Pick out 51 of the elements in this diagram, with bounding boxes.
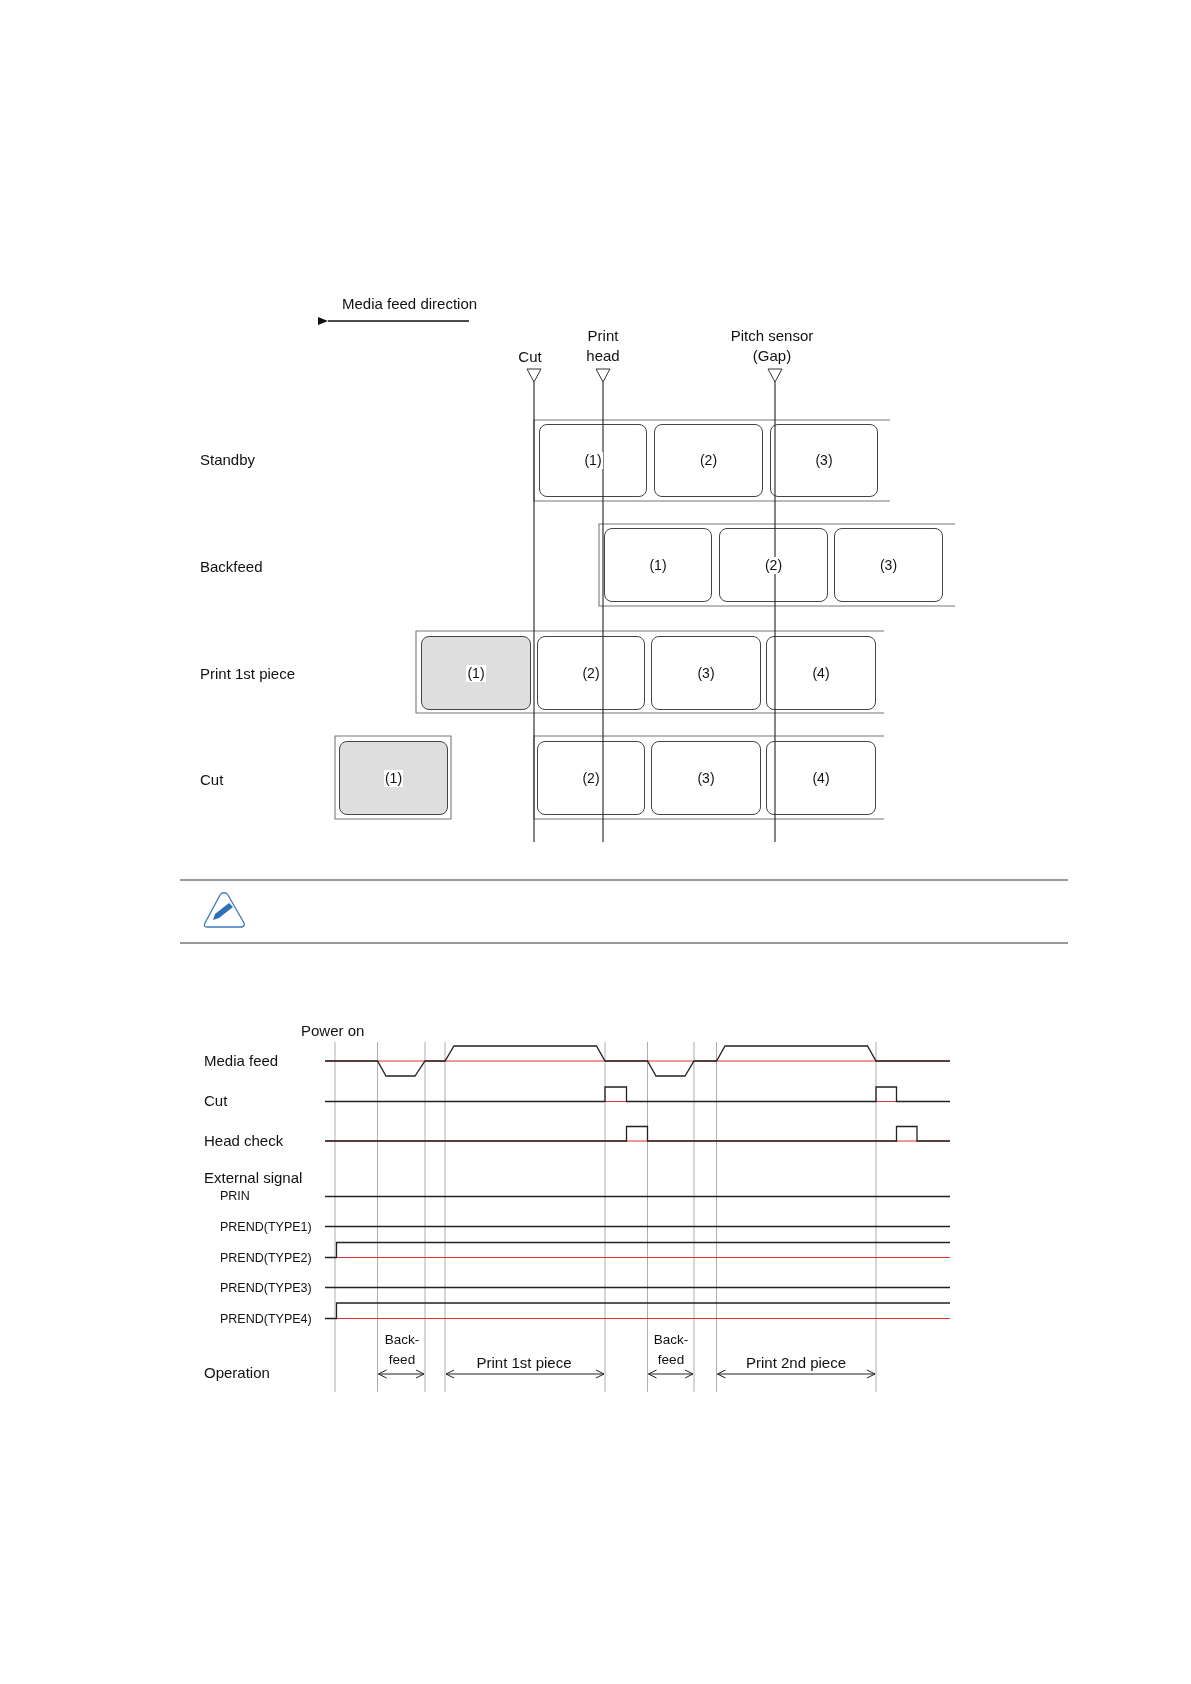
piece-number: (2) (698, 452, 719, 469)
signal-label: Head check (204, 1131, 284, 1151)
signal-label: PRIN (220, 1188, 250, 1205)
signal-label: PREND(TYPE2) (220, 1249, 312, 1267)
piece-number: (1) (648, 556, 668, 574)
signal-label: Media feed (204, 1051, 279, 1071)
piece-number: (1) (583, 452, 603, 469)
label-piece (719, 528, 828, 602)
sensor-label: Pitch sensor (Gap) (729, 326, 815, 366)
piece-number: (3) (696, 664, 716, 682)
row-label: Cut (200, 770, 224, 790)
label-piece (654, 424, 763, 497)
piece-number: (4) (811, 664, 831, 682)
label-piece (421, 636, 531, 710)
piece-number: (3) (814, 452, 834, 469)
signal-label: PREND(TYPE1) (220, 1218, 312, 1236)
row-label: Operation (204, 1363, 270, 1383)
piece-number: (1) (466, 664, 486, 682)
row-label: Standby (200, 450, 256, 470)
signal-label: External signal (204, 1168, 303, 1188)
operation-label: Back-feed (652, 1331, 690, 1369)
sensor-label: Print head (585, 326, 621, 366)
label-piece (537, 741, 645, 815)
operation-label: Print 2nd piece (745, 1353, 847, 1373)
piece-number: (3) (696, 769, 716, 787)
label-piece (766, 741, 876, 815)
operation-label: Print 1st piece (476, 1353, 572, 1373)
label-piece (539, 424, 647, 497)
label-piece (651, 636, 761, 710)
label-piece (339, 741, 448, 815)
piece-number: (2) (581, 769, 601, 787)
label-piece (651, 741, 761, 815)
signal-label: PREND(TYPE4) (220, 1310, 312, 1328)
operation-label: Back-feed (383, 1331, 421, 1369)
label-piece (537, 636, 645, 710)
piece-number: (1) (383, 769, 404, 787)
sensor-label: Cut (518, 347, 542, 367)
label-piece (770, 424, 878, 497)
signal-label: Cut (204, 1091, 228, 1111)
direction-label: Media feed direction (342, 294, 478, 314)
piece-number: (2) (581, 664, 601, 682)
label-piece (766, 636, 876, 710)
label-piece (834, 528, 943, 602)
row-label: Backfeed (200, 557, 263, 577)
label-piece (604, 528, 712, 602)
signal-label: PREND(TYPE3) (220, 1279, 312, 1297)
piece-number: (4) (811, 769, 831, 787)
event-label: Power on (301, 1021, 365, 1041)
piece-number: (3) (878, 556, 899, 574)
piece-number: (2) (763, 556, 784, 574)
row-label: Print 1st piece (200, 664, 296, 684)
